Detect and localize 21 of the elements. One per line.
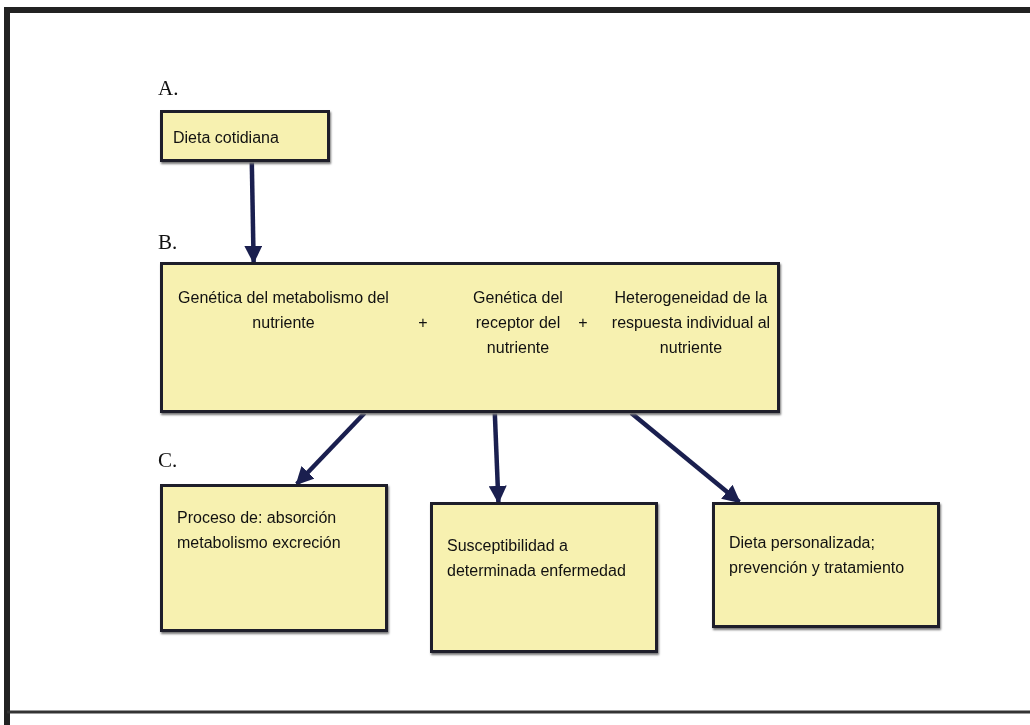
box-text: Heterogeneidad de la respuesta individual al nutriente bbox=[610, 288, 772, 358]
section-letter: B. bbox=[158, 230, 178, 255]
section-letter: C. bbox=[158, 448, 178, 473]
process-box bbox=[712, 502, 940, 628]
box-text: Genética del metabolismo del nutriente bbox=[177, 288, 390, 333]
box-text: Susceptibilidad a determinada enfermedad bbox=[447, 536, 627, 581]
arrow bbox=[295, 411, 367, 486]
process-box bbox=[160, 110, 330, 162]
process-box bbox=[160, 262, 780, 413]
plus-sign: + bbox=[577, 313, 589, 333]
arrow bbox=[629, 411, 741, 504]
plus-sign: + bbox=[417, 313, 429, 333]
box-text: Proceso de: absorción metabolismo excreción bbox=[177, 508, 342, 553]
section-letter: A. bbox=[158, 76, 179, 101]
box-text: Genética del receptor del nutriente bbox=[472, 288, 564, 358]
arrow bbox=[488, 412, 507, 504]
arrow bbox=[244, 161, 263, 264]
box-text: Dieta cotidiana bbox=[173, 128, 280, 148]
process-box bbox=[430, 502, 658, 653]
process-box bbox=[160, 484, 388, 632]
box-text: Dieta personalizada; prevención y tratamiento bbox=[729, 533, 906, 578]
